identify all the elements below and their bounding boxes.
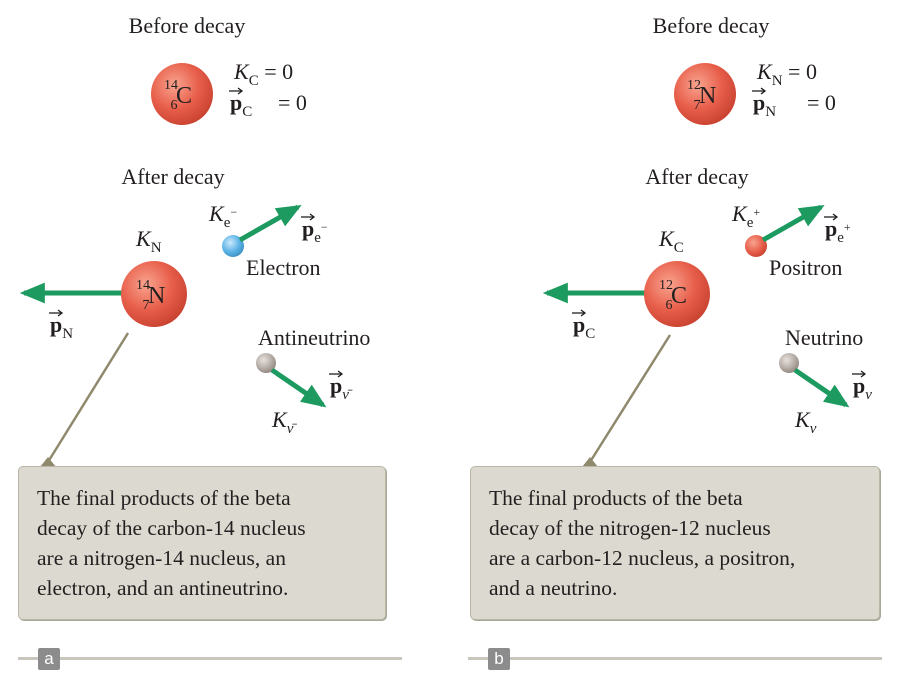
vector-bar (860, 370, 867, 378)
daughter-kinetic-energy: KC (658, 226, 684, 256)
lepton-momentum-label: pe+ (825, 216, 851, 246)
parent-momentum-value: = 0 (807, 90, 836, 115)
lepton-particle (745, 235, 767, 257)
atomic-number: 6 (666, 298, 673, 313)
caption-box-a: The final products of the beta decay of … (18, 466, 386, 620)
after-decay-title: After decay (121, 164, 224, 189)
nucleus-sphere (151, 63, 213, 125)
daughter-kinetic-energy: KN (135, 226, 162, 256)
panel-b-rule (468, 657, 882, 660)
caption-line: The final products of the beta (37, 486, 291, 510)
vector-bar (832, 213, 839, 221)
panel-a-label: a (38, 648, 60, 670)
neutrino-momentum-arrow (793, 367, 850, 408)
element-symbol: C (176, 83, 192, 109)
lepton-name: Electron (246, 255, 321, 280)
panel-b-label: b (488, 648, 510, 670)
lepton-momentum-label: pe− (302, 216, 328, 246)
neutrino-kinetic-energy: Kν (794, 407, 817, 437)
callout-pointer-line (588, 334, 672, 463)
mass-number: 12 (687, 78, 701, 93)
neutrino-particle (256, 353, 276, 373)
daughter-nucleus: 12 6C (644, 261, 710, 327)
daughter-nucleus: 14 7N (121, 261, 187, 327)
parent-momentum-label: pC (230, 90, 252, 120)
mass-number: 14 (164, 78, 178, 93)
neutrino-name: Neutrino (785, 325, 863, 350)
panel-a-rule (18, 657, 402, 660)
vector-bar (760, 87, 767, 95)
before-decay-title: Before decay (653, 13, 770, 38)
caption-line: decay of the carbon-14 nucleus (37, 516, 306, 540)
caption-line: decay of the nitrogen-12 nucleus (489, 516, 771, 540)
lepton-particle (222, 235, 244, 257)
lepton-momentum-arrow (238, 204, 302, 243)
parent-nucleus: 12 7N (674, 63, 736, 125)
vector-bar (57, 309, 64, 317)
caption-line: electron, and an antineutrino. (37, 576, 289, 600)
nucleus-sphere (121, 261, 187, 327)
nucleus-sphere (674, 63, 736, 125)
parent-nucleus: 14 6C (151, 63, 213, 125)
neutrino-kinetic-energy: Kν̄ (271, 407, 297, 437)
after-decay-title: After decay (645, 164, 748, 189)
lepton-kinetic-energy: Ke+ (731, 201, 760, 231)
neutrino-momentum-label: pν (853, 373, 872, 403)
caption-line: are a carbon-12 nucleus, a positron, (489, 546, 796, 570)
vector-bar (237, 87, 244, 95)
parent-momentum-value: = 0 (278, 90, 307, 115)
before-decay-title: Before decay (129, 13, 246, 38)
mass-number: 14 (136, 278, 150, 293)
element-symbol: C (671, 283, 687, 309)
neutrino-momentum-arrow (270, 367, 327, 408)
parent-momentum-label: pN (753, 90, 776, 120)
vector-bar (309, 213, 316, 221)
callout-pointer-tip (582, 457, 598, 467)
lepton-name: Positron (769, 255, 842, 280)
atomic-number: 6 (171, 98, 178, 113)
element-symbol: N (148, 283, 165, 309)
caption-line: are a nitrogen-14 nucleus, an (37, 546, 286, 570)
caption-line: and a neutrino. (489, 576, 618, 600)
panel-a: Before decay 14 6C KC = 0pC = 0 After decay 14… (19, 13, 370, 467)
callout-pointer-tip (40, 457, 56, 467)
lepton-momentum-arrow (761, 204, 825, 243)
panel-b: Before decay 12 7N KN = 0pN = 0 After decay 12… (542, 13, 872, 467)
vector-bar (580, 309, 587, 317)
atomic-number: 7 (143, 298, 150, 313)
daughter-momentum-label: pN (50, 312, 73, 342)
lepton-kinetic-energy: Ke− (208, 201, 237, 231)
nucleus-sphere (644, 261, 710, 327)
neutrino-name: Antineutrino (258, 325, 370, 350)
parent-kinetic-energy: KC = 0 (233, 59, 293, 89)
vector-bar (337, 370, 344, 378)
neutrino-momentum-label: pν̄ (330, 373, 353, 403)
daughter-momentum-label: pC (573, 312, 595, 342)
mass-number: 12 (659, 278, 673, 293)
element-symbol: N (699, 83, 716, 109)
neutrino-particle (779, 353, 799, 373)
caption-box-b: The final products of the beta decay of … (470, 466, 880, 620)
callout-pointer-line (46, 332, 130, 463)
caption-line: The final products of the beta (489, 486, 743, 510)
atomic-number: 7 (694, 98, 701, 113)
parent-kinetic-energy: KN = 0 (756, 59, 817, 89)
